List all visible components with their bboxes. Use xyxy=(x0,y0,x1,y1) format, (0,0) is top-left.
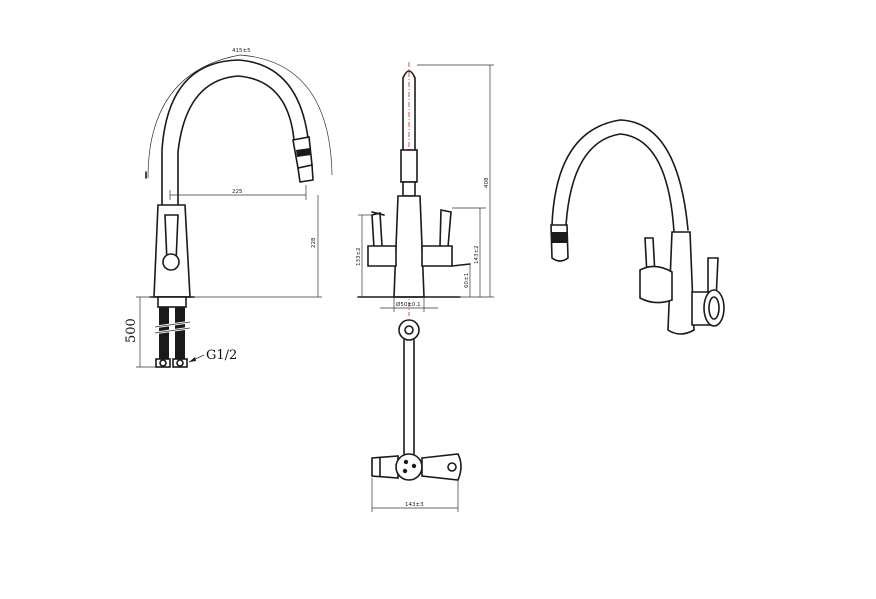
spout-arc-dimension-line xyxy=(147,54,333,179)
left-lever-height-label: 133±2 xyxy=(356,247,362,266)
right-lever xyxy=(421,209,471,267)
body-width-label: 143±3 xyxy=(405,502,424,508)
spout-tube-front xyxy=(402,70,416,151)
total-height-label: 408 xyxy=(484,177,490,188)
spout-height-label: 228 xyxy=(311,237,317,248)
spout-inner-curve xyxy=(177,75,295,206)
perspective-left-lever xyxy=(639,237,673,304)
spout-outer-curve xyxy=(161,59,309,206)
perspective-spout-inner xyxy=(565,133,675,233)
reach-label: 225 xyxy=(232,189,243,195)
left-lever xyxy=(367,211,397,267)
spray-head xyxy=(292,136,314,183)
spout-arc-label: 415±5 xyxy=(232,48,251,54)
side-elevation-view: 415±5 225 228 500 G1/2 xyxy=(124,48,333,368)
top-plan-view: 143±3 xyxy=(371,319,462,512)
perspective-view xyxy=(550,119,725,335)
perspective-spray-head xyxy=(550,224,569,262)
perspective-body xyxy=(667,231,695,335)
right-lever-height-label: 143±2 xyxy=(474,245,480,264)
spout-end-circle xyxy=(398,319,420,341)
connection-label: G1/2 xyxy=(206,348,237,363)
front-elevation-view: 408 143±2 60±1 133±2 Ø50±0.1 xyxy=(356,62,494,316)
perspective-spout-outer xyxy=(551,119,689,231)
base-diameter-label: Ø50±0.1 xyxy=(396,301,421,308)
faucet-body-side xyxy=(149,204,195,298)
perspective-right-lever xyxy=(691,257,725,327)
faucet-body-front xyxy=(393,195,425,298)
body-plan xyxy=(371,453,462,481)
lever-offset-label: 60±1 xyxy=(464,273,470,288)
supply-hoses xyxy=(154,296,191,368)
hose-length-label: 500 xyxy=(124,318,139,343)
